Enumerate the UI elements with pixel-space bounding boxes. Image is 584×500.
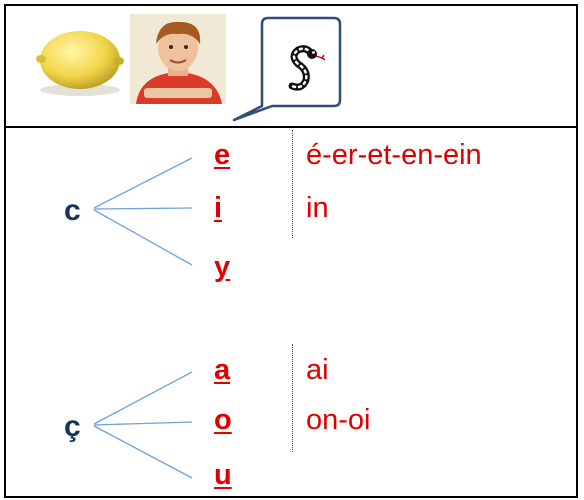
branch-line-cedilla-a (93, 371, 193, 425)
sound-i: in (306, 192, 329, 224)
branch-line-cedilla-u (93, 425, 193, 479)
branch-line-c-e (93, 157, 193, 209)
vowel-i: i (214, 192, 223, 224)
snake-s-icon (288, 45, 326, 91)
branch-line-c-i (93, 207, 193, 210)
branch-line-cedilla-o (93, 421, 193, 426)
letter-c: c (64, 194, 81, 227)
branch-line-c-y (93, 209, 193, 266)
sound-separator-c (292, 130, 293, 238)
vowel-y: y (214, 251, 231, 283)
vowel-o: o (214, 404, 232, 436)
sound-o: on-oi (306, 404, 371, 436)
lemon-image (36, 31, 124, 96)
section-divider (6, 126, 576, 128)
speech-bubble (232, 16, 342, 122)
sound-e: é-er-et-en-ein (306, 139, 482, 171)
vowel-a: a (214, 354, 231, 386)
vowel-e: e (214, 139, 231, 171)
branch-lines (93, 157, 193, 479)
phonics-card: c e i y é-er-et-en-ein in ç a o u ai on-… (4, 4, 578, 498)
boy-image (130, 14, 226, 104)
vowel-u: u (214, 459, 232, 491)
sound-separator-cedilla (292, 344, 293, 452)
sound-a: ai (306, 354, 329, 386)
letter-c-cedilla: ç (64, 410, 81, 443)
